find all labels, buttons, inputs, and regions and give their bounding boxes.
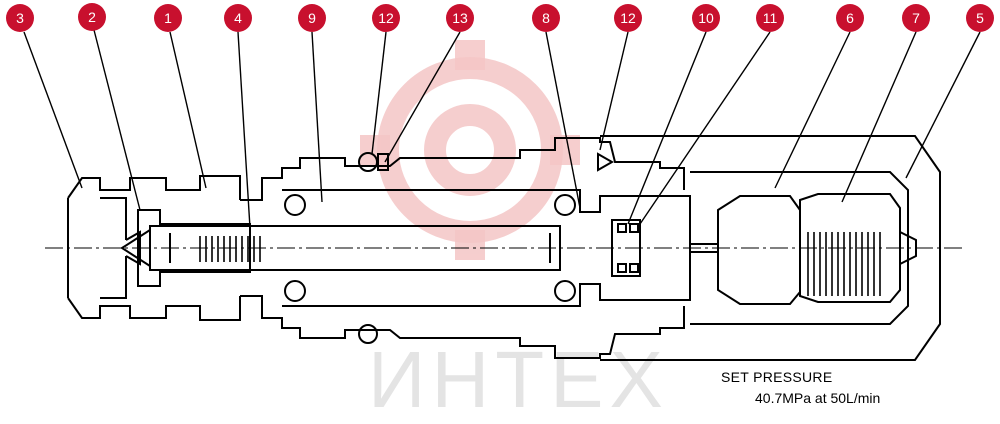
lock-nut [717,195,801,305]
callout-badge [614,4,642,32]
o-ring-8a [554,194,576,216]
spring-left [199,236,261,262]
callout-number: 12 [620,10,636,26]
spool [149,225,561,271]
callout-number: 13 [452,10,468,26]
callout-badge [532,4,560,32]
callout-badge [372,4,400,32]
seat-part [137,209,251,287]
screw-threads [807,232,881,296]
callout-number: 8 [542,10,550,26]
body-inner-bore [282,189,691,307]
small-seals [617,223,639,273]
housing-right-inner [690,171,909,325]
callout-badge [692,4,720,32]
housing-right [600,135,941,361]
callout-number: 11 [763,10,778,26]
end-cap-left [67,175,241,321]
end-cap-inner [100,197,141,299]
backup-ring-12c [597,152,615,172]
callout-badge [78,3,106,31]
callout-number: 5 [976,10,984,26]
callout-number: 9 [308,10,316,26]
set-pressure-label: SET PRESSURE [721,369,833,385]
callout-badge [224,4,252,32]
callout-number: 1 [164,10,172,26]
callout-badge [298,4,326,32]
callout-number: 10 [698,10,714,26]
callout-number: 12 [378,10,394,26]
stem-rod [690,243,718,253]
main-body-bottom [240,295,685,359]
adjust-screw-tip [899,231,917,265]
o-ring-9a [284,194,306,216]
leader-lines [23,29,981,229]
callout-badge [966,4,994,32]
valve-cross-section: 3 2 1 4 9 12 13 8 12 10 11 6 7 5 [6,3,994,361]
o-ring-9b [284,280,306,302]
main-body-top [240,137,685,201]
o-ring-8b [554,280,576,302]
callout-badge [756,4,784,32]
spring-guide [611,219,641,277]
callout-number: 4 [234,10,242,26]
o-ring-12b [358,324,378,344]
callout-badge [6,4,34,32]
watermark-gear-teeth [360,40,580,260]
callout-badge [836,4,864,32]
callout-number: 6 [846,10,854,26]
callout-number: 3 [16,10,24,26]
watermark-text: ИНТЕХ [368,335,669,424]
callout-number: 2 [88,9,96,25]
set-pressure-value: 40.7MPa at 50L/min [755,390,881,406]
callout-badge [154,4,182,32]
callout-number: 7 [912,10,920,26]
adjust-screw [799,193,901,303]
callout-badge [902,4,930,32]
spool-inner [169,233,551,263]
backup-ring-13 [377,153,389,171]
callout-group: 3 2 1 4 9 12 13 8 12 10 11 6 7 5 [6,3,994,32]
callout-badge [446,4,474,32]
